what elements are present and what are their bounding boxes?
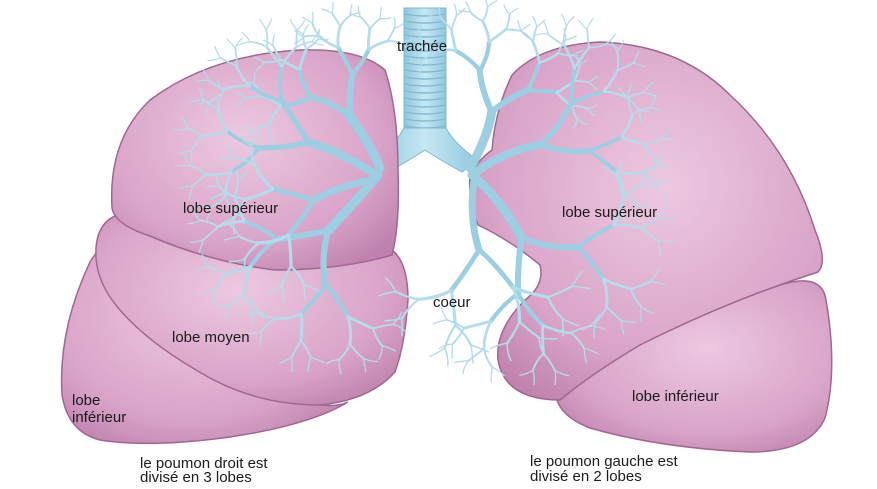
trachea-label: trachée	[397, 38, 447, 55]
left-lung	[379, 0, 832, 452]
left-upper-lobe-label: lobe supérieur	[562, 204, 657, 221]
right-lower-lobe-label-line2: inférieur	[72, 409, 126, 426]
left-lung-caption-line2: divisé en 2 lobes	[530, 469, 642, 485]
heart-label: coeur	[433, 294, 471, 311]
right-upper-lobe-label: lobe supérieur	[183, 200, 278, 217]
right-lung	[62, 3, 412, 444]
left-lower-lobe-label: lobe inférieur	[632, 388, 719, 405]
right-lower-lobe-label-line1: lobe	[72, 392, 100, 409]
right-middle-lobe-label: lobe moyen	[172, 329, 250, 346]
